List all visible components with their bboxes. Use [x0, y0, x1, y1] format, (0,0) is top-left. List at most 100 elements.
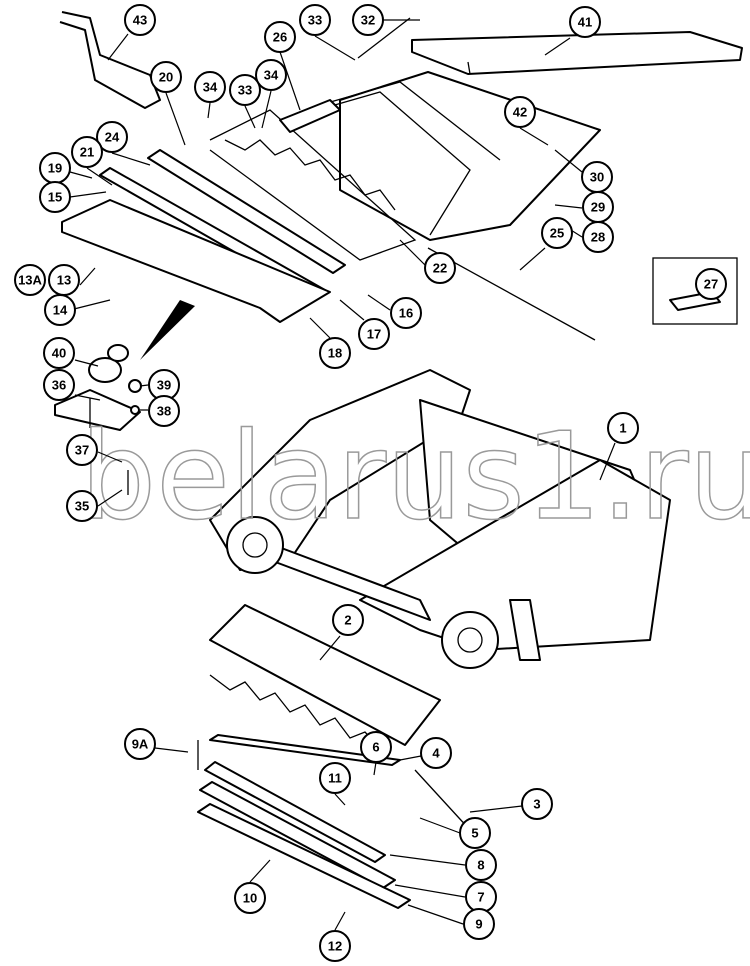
strip-9	[197, 803, 411, 909]
callout-38[interactable]: 38	[148, 395, 180, 427]
callout-9[interactable]: 9	[463, 908, 495, 940]
callout-15[interactable]: 15	[39, 181, 71, 213]
svg-text:22: 22	[433, 261, 447, 276]
callout-27[interactable]: 27	[695, 268, 727, 300]
callout-21[interactable]: 21	[71, 136, 103, 168]
pan-2	[209, 604, 441, 749]
svg-text:8: 8	[477, 858, 484, 873]
svg-text:28: 28	[591, 230, 605, 245]
svg-text:14: 14	[53, 303, 68, 318]
callout-7[interactable]: 7	[465, 881, 497, 913]
callout-41[interactable]: 41	[569, 6, 601, 38]
svg-text:24: 24	[105, 130, 120, 145]
callout-24[interactable]: 24	[96, 121, 128, 153]
svg-text:42: 42	[513, 105, 527, 120]
svg-text:43: 43	[133, 13, 147, 28]
svg-text:29: 29	[591, 200, 605, 215]
callout-14[interactable]: 14	[44, 294, 76, 326]
svg-text:17: 17	[367, 327, 381, 342]
svg-text:27: 27	[704, 277, 718, 292]
callout-19[interactable]: 19	[39, 152, 71, 184]
svg-text:30: 30	[590, 170, 604, 185]
shield-13	[61, 199, 331, 323]
cover-plate-41	[411, 31, 743, 75]
svg-text:39: 39	[157, 378, 171, 393]
callout-8[interactable]: 8	[465, 849, 497, 881]
callout-33[interactable]: 33	[299, 4, 331, 36]
svg-text:40: 40	[52, 346, 66, 361]
callout-13A[interactable]: 13A	[14, 264, 46, 296]
callout-4[interactable]: 4	[420, 737, 452, 769]
callout-9A[interactable]: 9A	[124, 728, 156, 760]
svg-text:5: 5	[471, 826, 478, 841]
callout-1[interactable]: 1	[607, 412, 639, 444]
svg-text:19: 19	[48, 161, 62, 176]
svg-text:21: 21	[80, 145, 94, 160]
watermark: belarus1.ru	[80, 408, 750, 547]
callout-2[interactable]: 2	[332, 604, 364, 636]
svg-text:35: 35	[75, 499, 89, 514]
washer-38	[130, 405, 140, 415]
callout-32[interactable]: 32	[352, 4, 384, 36]
svg-text:12: 12	[328, 939, 342, 954]
svg-text:11: 11	[328, 771, 342, 786]
callout-25[interactable]: 25	[541, 217, 573, 249]
svg-text:9: 9	[475, 917, 482, 932]
svg-text:34: 34	[264, 68, 279, 83]
svg-text:36: 36	[52, 378, 66, 393]
callout-16[interactable]: 16	[390, 297, 422, 329]
callout-10[interactable]: 10	[234, 882, 266, 914]
callout-20[interactable]: 20	[150, 61, 182, 93]
svg-text:4: 4	[432, 746, 440, 761]
callout-40[interactable]: 40	[43, 337, 75, 369]
frame-1	[209, 369, 671, 669]
callout-29[interactable]: 29	[582, 191, 614, 223]
svg-text:13A: 13A	[18, 273, 42, 288]
callout-5[interactable]: 5	[459, 817, 491, 849]
svg-text:6: 6	[372, 740, 379, 755]
callout-3[interactable]: 3	[521, 788, 553, 820]
svg-text:38: 38	[157, 404, 171, 419]
callout-22[interactable]: 22	[424, 252, 456, 284]
bracket-36	[54, 389, 141, 431]
svg-text:1: 1	[619, 421, 626, 436]
bracket-43	[59, 11, 161, 109]
svg-text:7: 7	[477, 890, 484, 905]
callout-28[interactable]: 28	[582, 221, 614, 253]
svg-text:15: 15	[48, 190, 62, 205]
tube-26	[279, 99, 341, 133]
callouts: 43 33 32 41 26 20 34 33 34 42 24 21 19 1…	[14, 4, 727, 962]
strip-7	[199, 781, 396, 889]
strip-8	[204, 761, 386, 863]
callout-17[interactable]: 17	[358, 318, 390, 350]
svg-text:32: 32	[361, 13, 375, 28]
svg-text:3: 3	[533, 797, 540, 812]
rod-32	[357, 17, 411, 59]
callout-30[interactable]: 30	[581, 161, 613, 193]
callout-42[interactable]: 42	[504, 96, 536, 128]
latch-40	[88, 344, 129, 383]
callout-35[interactable]: 35	[66, 490, 98, 522]
svg-text:20: 20	[159, 70, 173, 85]
svg-text:37: 37	[75, 443, 89, 458]
svg-text:41: 41	[578, 15, 592, 30]
svg-text:10: 10	[243, 891, 257, 906]
callout-11[interactable]: 11	[319, 762, 351, 794]
callout-37[interactable]: 37	[66, 434, 98, 466]
svg-text:26: 26	[273, 30, 287, 45]
callout-12[interactable]: 12	[319, 930, 351, 962]
svg-text:13: 13	[57, 273, 71, 288]
svg-text:16: 16	[399, 306, 413, 321]
callout-13[interactable]: 13	[48, 264, 80, 296]
pointer-wedge	[140, 300, 195, 360]
callout-18[interactable]: 18	[319, 337, 351, 369]
callout-26[interactable]: 26	[264, 21, 296, 53]
callout-6[interactable]: 6	[360, 731, 392, 763]
svg-text:25: 25	[550, 226, 564, 241]
callout-34b[interactable]: 34	[255, 59, 287, 91]
callout-34[interactable]: 34	[194, 71, 226, 103]
callout-36[interactable]: 36	[43, 369, 75, 401]
callout-43[interactable]: 43	[124, 4, 156, 36]
callout-33b[interactable]: 33	[229, 74, 261, 106]
